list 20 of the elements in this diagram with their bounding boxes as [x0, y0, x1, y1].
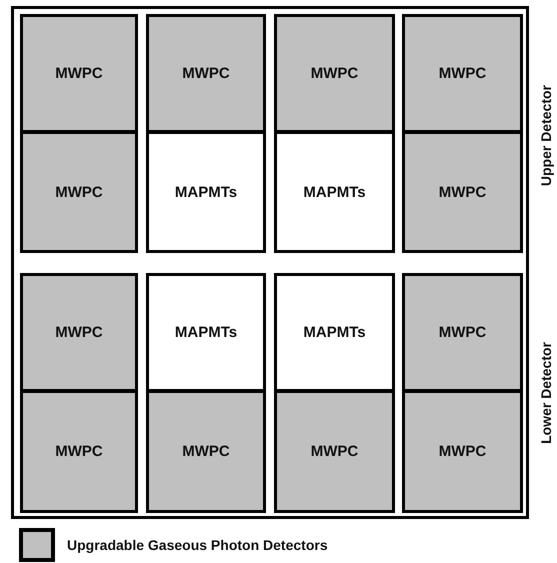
detector-panel: MWPC — [402, 273, 523, 392]
detector-panel: MWPC — [402, 14, 523, 133]
detector-panel: MWPC — [146, 390, 266, 513]
detector-panel: MAPMTs — [274, 131, 395, 253]
detector-panel: MAPMTs — [146, 131, 266, 253]
detector-panel: MWPC — [402, 131, 523, 253]
detector-panel: MWPC — [20, 14, 138, 133]
detector-panel: MAPMTs — [146, 273, 266, 392]
detector-panel: MWPC — [274, 390, 395, 513]
detector-panel: MAPMTs — [274, 273, 395, 392]
detector-panel: MWPC — [20, 273, 138, 392]
detector-panel: MWPC — [274, 14, 395, 133]
detector-panel: MWPC — [146, 14, 266, 133]
row-label: Upper Detector — [538, 84, 554, 186]
detector-frame — [11, 6, 529, 519]
detector-panel: MWPC — [20, 390, 138, 513]
detector-panel: MWPC — [20, 131, 138, 253]
detector-panel: MWPC — [402, 390, 523, 513]
legend-label: Upgradable Gaseous Photon Detectors — [67, 537, 328, 553]
row-label: Lower Detector — [538, 342, 554, 444]
